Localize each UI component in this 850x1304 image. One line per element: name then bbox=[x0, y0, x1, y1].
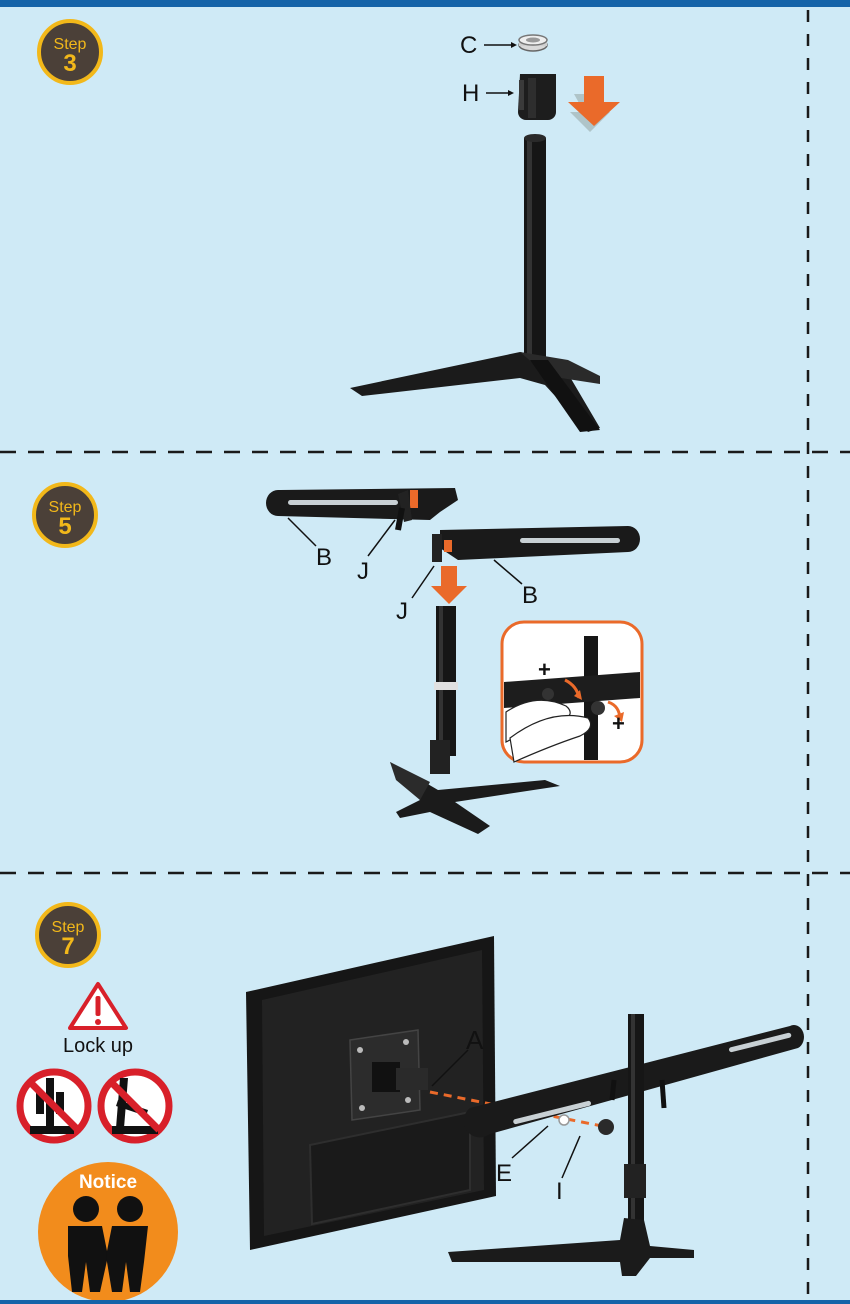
notice-people-icon bbox=[68, 1196, 148, 1292]
